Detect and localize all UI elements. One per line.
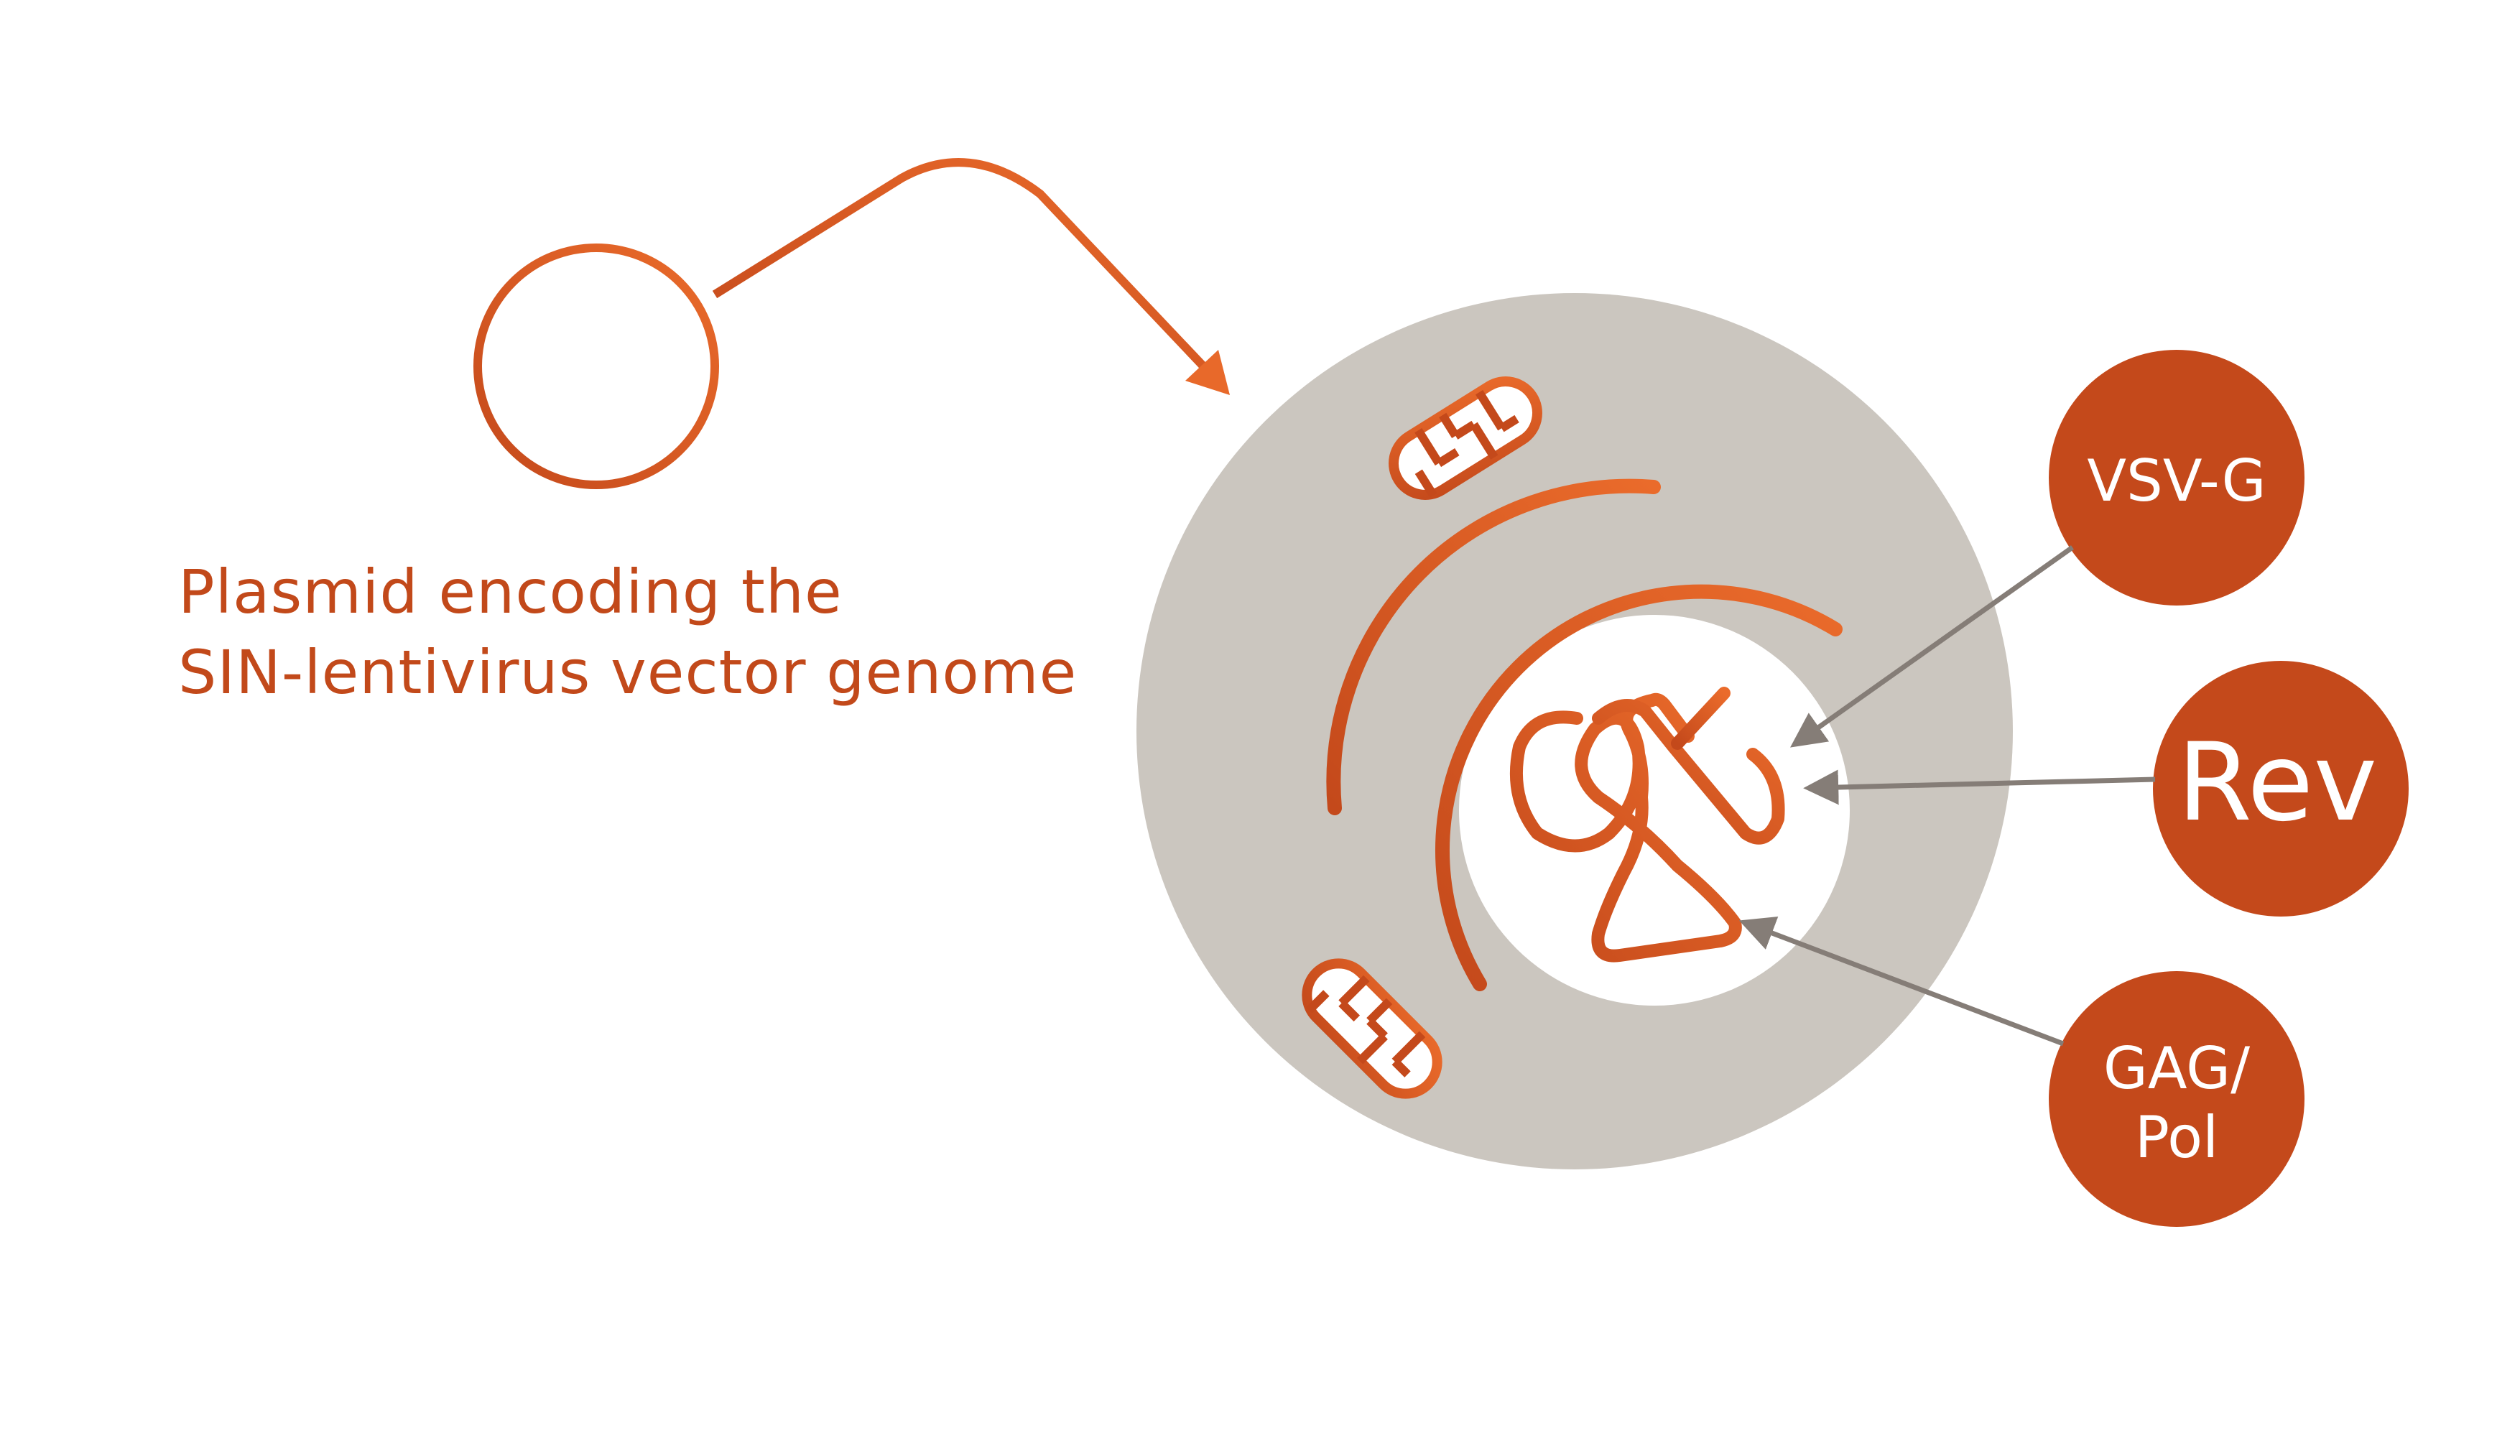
vsvg-label: VSV-G bbox=[2087, 448, 2266, 514]
transfection-arrowhead-icon bbox=[1185, 350, 1230, 395]
caption-line-2: SIN-lentivirus vector genome bbox=[178, 637, 1078, 708]
vsvg-plasmid-node bbox=[2049, 350, 2304, 606]
gagpol-label: GAG/ Pol bbox=[2047, 1034, 2306, 1172]
ribosome-top-icon bbox=[1389, 376, 1542, 500]
transfection-arrow bbox=[712, 158, 1210, 374]
transfer-plasmid-caption: Plasmid encoding the SIN-lentivirus vect… bbox=[178, 552, 1077, 713]
caption-line-1: Plasmid encoding the bbox=[178, 557, 843, 627]
gagpol-plasmid-node bbox=[2049, 971, 2304, 1227]
gagpol-label-line-1: GAG/ bbox=[2103, 1035, 2251, 1102]
vsvg-arrow bbox=[1790, 545, 2075, 748]
gagpol-arrow bbox=[1738, 917, 2065, 1047]
gagpol-label-line-2: Pol bbox=[2134, 1104, 2219, 1171]
rev-arrow bbox=[1803, 769, 2156, 805]
transfer-plasmid-icon bbox=[473, 244, 719, 489]
rev-label: Rev bbox=[2177, 720, 2378, 845]
rev-plasmid-node bbox=[2153, 661, 2409, 917]
inner-rna-arc bbox=[1435, 584, 1843, 991]
outer-rna-arc bbox=[1326, 478, 1661, 815]
tangled-dna-icon bbox=[1509, 687, 1785, 963]
